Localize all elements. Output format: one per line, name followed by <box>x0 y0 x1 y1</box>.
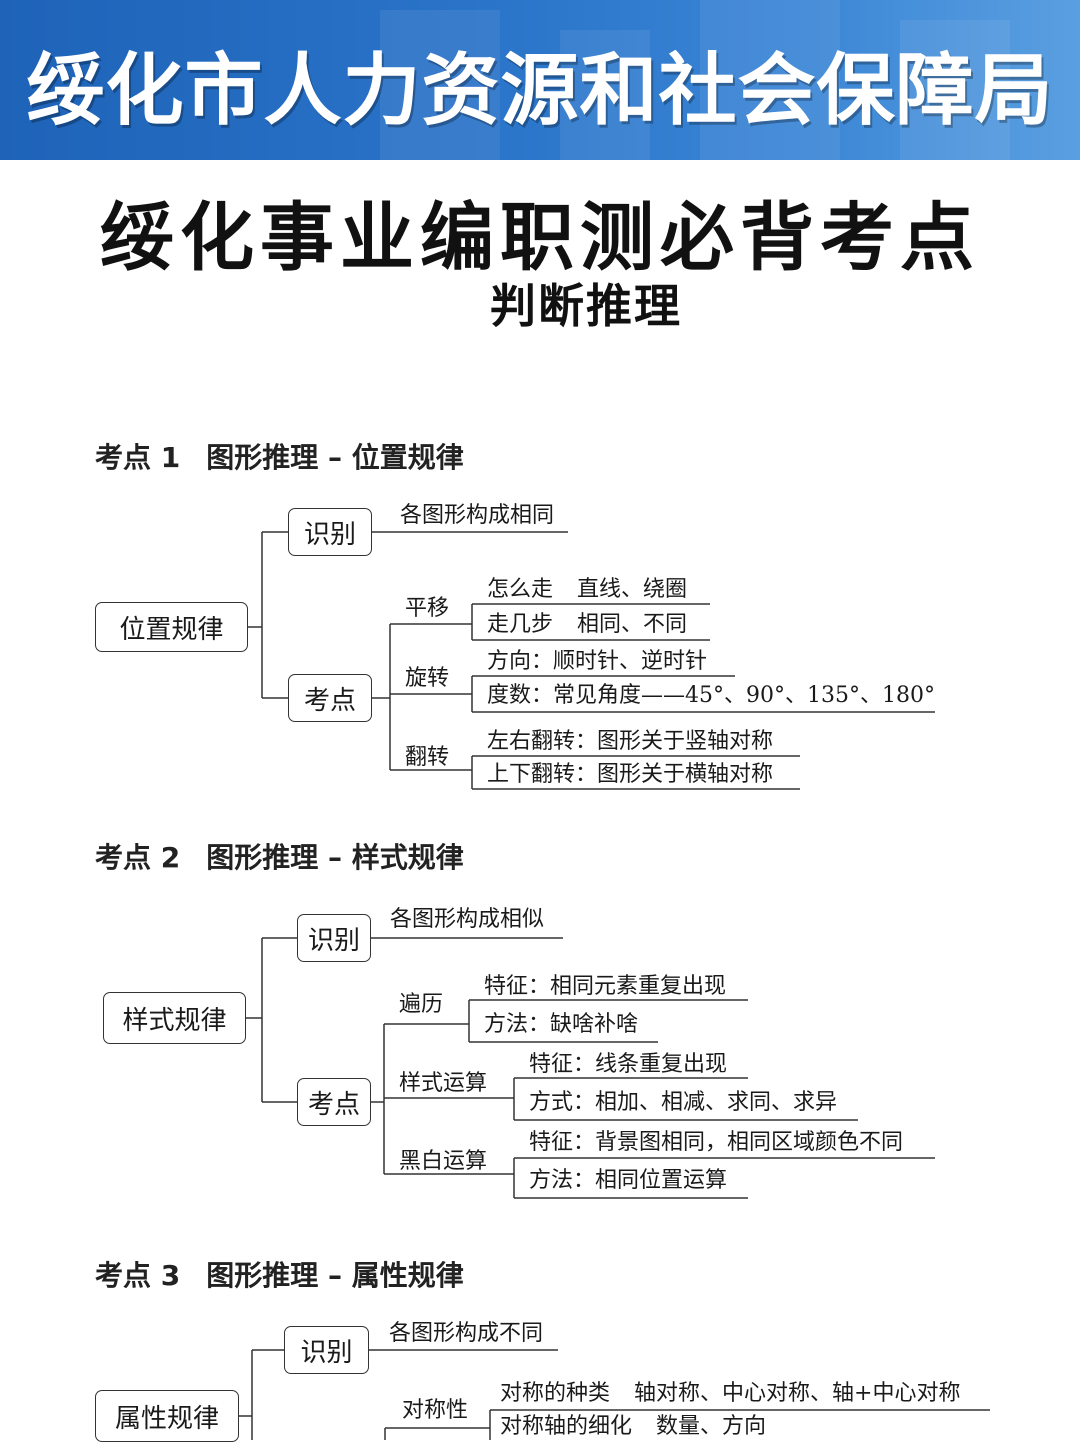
leaf-text: 对称轴的细化数量、方向 <box>500 1414 767 1439</box>
root-node: 样式规律 <box>103 992 246 1044</box>
identify-text: 各图形构成不同 <box>389 1321 544 1346</box>
connector-lines <box>239 1349 990 1440</box>
section-title: 图形推理 – 属性规律 <box>206 1259 464 1292</box>
leaf-text: 特征：相同元素重复出现 <box>484 974 727 999</box>
root-node: 属性规律 <box>95 1390 239 1442</box>
leaf-text: 怎么走直线、绕圈 <box>487 577 688 602</box>
branch-label: 对称性 <box>402 1398 469 1423</box>
connector-lines <box>248 531 935 790</box>
leaf-text: 度数：常见角度——45°、90°、135°、180° <box>487 683 935 708</box>
section-title: 图形推理 – 样式规律 <box>206 841 464 874</box>
section-number: 考点 2 <box>95 841 181 874</box>
section-number: 考点 3 <box>95 1259 181 1292</box>
mind-map-style: 样式规律 识别 各图形构成相似 考点 遍历 特征：相同元素重复出现 方法：缺啥补… <box>0 900 1080 1210</box>
section-title: 图形推理 – 位置规律 <box>206 441 464 474</box>
mind-map-attribute: 属性规律 识别 各图形构成不同 对称性 对称的种类轴对称、中心对称、轴+中心对称… <box>0 1316 1080 1442</box>
identify-text: 各图形构成相似 <box>390 907 545 932</box>
leaf-text: 特征：背景图相同，相同区域颜色不同 <box>529 1130 904 1155</box>
section-heading: 考点 1 图形推理 – 位置规律 <box>95 436 464 476</box>
leaf-text: 特征：线条重复出现 <box>529 1052 728 1077</box>
connector-lines <box>246 937 935 1199</box>
section-number: 考点 1 <box>95 441 181 474</box>
mind-map-position: 位置规律 识别 各图形构成相同 考点 平移 怎么走直线、绕圈 走几步相同、不同 … <box>0 500 1080 800</box>
branch-label: 黑白运算 <box>399 1149 488 1174</box>
branch-label: 旋转 <box>405 666 450 691</box>
leaf-text: 方向：顺时针、逆时针 <box>487 649 708 674</box>
page-title: 绥化事业编职测必背考点 <box>100 195 980 281</box>
leaf-text: 左右翻转：图形关于竖轴对称 <box>487 729 774 754</box>
points-node: 考点 <box>297 1078 371 1126</box>
page-subtitle: 判断推理 <box>490 279 682 333</box>
root-node: 位置规律 <box>95 602 248 652</box>
banner-building-shape <box>560 30 650 160</box>
banner-building-shape <box>380 10 500 160</box>
branch-label: 样式运算 <box>399 1071 488 1096</box>
branch-label: 平移 <box>405 596 450 621</box>
banner-building-shape <box>900 20 1010 160</box>
leaf-text: 方法：相同位置运算 <box>529 1168 728 1193</box>
identify-text: 各图形构成相同 <box>400 503 555 528</box>
leaf-text: 方法：缺啥补啥 <box>484 1012 639 1037</box>
leaf-text: 上下翻转：图形关于横轴对称 <box>487 762 774 787</box>
section-heading: 考点 3 图形推理 – 属性规律 <box>95 1254 464 1294</box>
banner-building-shape <box>700 0 840 160</box>
banner-title: 绥化市人力资源和社会保障局 <box>26 46 1054 136</box>
leaf-text: 走几步相同、不同 <box>487 612 688 637</box>
identify-node: 识别 <box>288 508 372 556</box>
section-heading: 考点 2 图形推理 – 样式规律 <box>95 836 464 876</box>
branch-label: 遍历 <box>399 992 444 1017</box>
leaf-text: 对称的种类轴对称、中心对称、轴+中心对称 <box>500 1381 961 1406</box>
leaf-text: 方式：相加、相减、求同、求异 <box>529 1090 838 1115</box>
identify-node: 识别 <box>284 1326 369 1374</box>
branch-label: 翻转 <box>405 745 450 770</box>
points-node: 考点 <box>288 674 372 722</box>
identify-node: 识别 <box>297 914 371 962</box>
banner: 绥化市人力资源和社会保障局 <box>0 0 1080 160</box>
